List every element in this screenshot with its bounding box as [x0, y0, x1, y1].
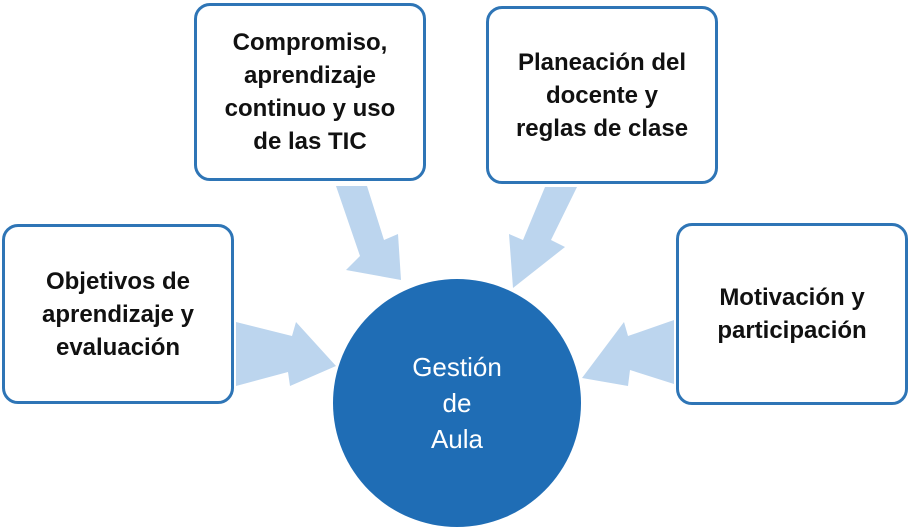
arrow-planeacion-to-hub — [509, 187, 577, 288]
node-objetivos-label: Objetivos de aprendizaje y evaluación — [42, 265, 194, 364]
hub-gestion-de-aula: Gestión de Aula — [333, 279, 581, 527]
hub-line: Gestión — [412, 352, 502, 382]
arrow-compromiso-to-hub — [336, 186, 401, 280]
node-motivacion-line: Motivación y — [719, 284, 865, 311]
node-objetivos-line: aprendizaje y — [41, 300, 195, 328]
node-compromiso-label: Compromiso, aprendizaje continuo y uso d… — [225, 26, 396, 158]
node-compromiso-line: de las TIC — [253, 128, 367, 155]
node-compromiso: Compromiso, aprendizaje continuo y uso d… — [194, 3, 426, 181]
node-objetivos: Objetivos de aprendizaje y evaluación — [2, 224, 234, 404]
node-planeacion-label: Planeación del docente y reglas de clase — [516, 46, 688, 145]
node-objetivos-line: evaluación — [55, 333, 181, 361]
arrow-motivacion-to-hub — [582, 320, 674, 386]
node-planeacion: Planeación del docente y reglas de clase — [486, 6, 718, 184]
node-planeacion-line: Planeación del — [517, 48, 687, 76]
node-objetivos-line: Objetivos de — [45, 267, 191, 295]
hub-line: de — [442, 388, 472, 418]
node-compromiso-line: aprendizaje — [243, 62, 377, 89]
node-compromiso-line: Compromiso, — [232, 29, 388, 56]
node-motivacion-label: Motivación y participación — [717, 281, 866, 347]
node-planeacion-line: docente y — [545, 81, 659, 109]
node-motivacion: Motivación y participación — [676, 223, 908, 405]
node-motivacion-line: participación — [717, 317, 867, 344]
node-planeacion-line: reglas de clase — [515, 114, 689, 142]
arrow-objetivos-to-hub — [236, 322, 336, 386]
hub-line: Aula — [430, 424, 484, 454]
node-compromiso-line: continuo y uso — [224, 95, 396, 122]
